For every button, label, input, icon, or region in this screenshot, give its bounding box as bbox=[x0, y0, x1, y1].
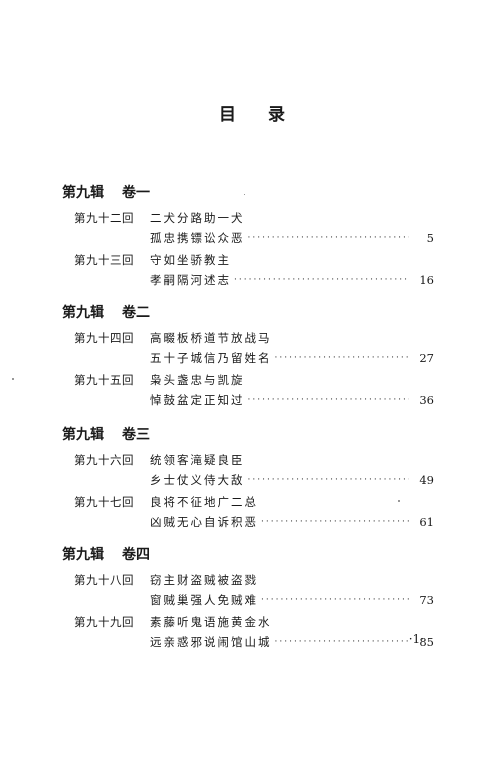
chapter-title-line-1: 高畷板桥道节放战马 bbox=[150, 331, 272, 345]
chapter-title-line-2-row: 远亲惑邪说闹馆山城·······························… bbox=[150, 632, 412, 652]
chapter-title-line-2-row: 孤忠携镖讼众恶·································… bbox=[150, 228, 412, 248]
chapter-entry: 第九十九回 素藤听鬼语施黄金水 bbox=[0, 612, 504, 632]
chapter-number: 第九十六回 bbox=[74, 453, 134, 467]
chapter-title-line-1: 窃主财盗贼被盗戮 bbox=[150, 573, 258, 587]
volume-heading: 第九辑 卷二 bbox=[62, 302, 150, 322]
chapter-title-line-2-row: 五十子城信乃留姓名·······························… bbox=[150, 348, 412, 368]
page-number: ·1· bbox=[408, 632, 424, 646]
chapter-title-line-2-row: 悼鼓盆定正知过·································… bbox=[150, 390, 412, 410]
chapter-title-line-1: 良将不征地广二总 bbox=[150, 495, 258, 509]
dot-leader: ········································… bbox=[247, 475, 410, 485]
chapter-page-number: 61 bbox=[419, 515, 434, 529]
volume-heading: 第九辑 卷一 bbox=[62, 182, 150, 202]
chapter-title-line-1: 守如坐骄教主 bbox=[150, 253, 231, 267]
volume-heading: 第九辑 卷三 bbox=[62, 424, 150, 444]
chapter-page-number: 16 bbox=[419, 273, 434, 287]
scan-speck bbox=[244, 194, 245, 195]
chapter-entry: 第九十八回 窃主财盗贼被盗戮 bbox=[0, 570, 504, 590]
chapter-title-line-2: 凶贼无心自诉积恶 bbox=[150, 515, 258, 529]
chapter-entry: 第九十七回 良将不征地广二总 bbox=[0, 492, 504, 512]
chapter-title-line-2-row: 乡士仗义侍大敌·································… bbox=[150, 470, 412, 490]
dot-leader: ········································… bbox=[247, 395, 410, 405]
chapter-title-line-2: 五十子城信乃留姓名 bbox=[150, 351, 272, 365]
volume-name: 卷一 bbox=[122, 185, 150, 201]
chapter-number: 第九十八回 bbox=[74, 573, 134, 587]
chapter-page-number: 27 bbox=[419, 351, 434, 365]
chapter-title-line-2: 乡士仗义侍大敌 bbox=[150, 473, 245, 487]
chapter-title-line-2: 孤忠携镖讼众恶 bbox=[150, 231, 245, 245]
page-title: 目录 bbox=[219, 105, 317, 125]
volume-series: 第九辑 bbox=[62, 185, 104, 201]
chapter-page-number: 49 bbox=[419, 473, 434, 487]
volume-heading: 第九辑 卷四 bbox=[62, 544, 150, 564]
chapter-page-number: 5 bbox=[426, 231, 434, 245]
chapter-title-line-1: 二犬分路助一犬 bbox=[150, 211, 245, 225]
dot-leader: ········································… bbox=[247, 233, 410, 243]
dot-leader: ········································… bbox=[261, 517, 409, 527]
chapter-number: 第九十三回 bbox=[74, 253, 134, 267]
chapter-number: 第九十五回 bbox=[74, 373, 134, 387]
chapter-entry: 第九十六回 统领客滝疑良臣 bbox=[0, 450, 504, 470]
chapter-title-line-2-row: 凶贼无心自诉积恶································… bbox=[150, 512, 412, 532]
dot-leader: ········································… bbox=[274, 353, 410, 363]
chapter-page-number: 85 bbox=[419, 635, 434, 649]
volume-series: 第九辑 bbox=[62, 305, 104, 321]
scan-speck bbox=[398, 500, 400, 502]
chapter-number: 第九十四回 bbox=[74, 331, 134, 345]
volume-series: 第九辑 bbox=[62, 427, 104, 443]
chapter-title-line-2: 孝嗣隔河述志 bbox=[150, 273, 231, 287]
chapter-entry: 第九十四回 高畷板桥道节放战马 bbox=[0, 328, 504, 348]
chapter-entry: 第九十二回 二犬分路助一犬 bbox=[0, 208, 504, 228]
volume-name: 卷二 bbox=[122, 305, 150, 321]
chapter-title-line-2: 悼鼓盆定正知过 bbox=[150, 393, 245, 407]
chapter-title-line-2-row: 孝嗣隔河述志··································… bbox=[150, 270, 412, 290]
chapter-title-line-1: 素藤听鬼语施黄金水 bbox=[150, 615, 272, 629]
chapter-number: 第九十九回 bbox=[74, 615, 134, 629]
chapter-entry: 第九十三回 守如坐骄教主 bbox=[0, 250, 504, 270]
chapter-title-line-1: 统领客滝疑良臣 bbox=[150, 453, 245, 467]
volume-series: 第九辑 bbox=[62, 547, 104, 563]
chapter-number: 第九十二回 bbox=[74, 211, 134, 225]
dot-leader: ········································… bbox=[234, 275, 409, 285]
scan-speck bbox=[12, 378, 14, 380]
chapter-title-line-1: 枭头盏忠与凯旋 bbox=[150, 373, 245, 387]
chapter-title-line-2-row: 窗贼巢强人免贼难································… bbox=[150, 590, 412, 610]
dot-leader: ········································… bbox=[274, 637, 410, 647]
chapter-entry: 第九十五回 枭头盏忠与凯旋 bbox=[0, 370, 504, 390]
chapter-page-number: 73 bbox=[419, 593, 434, 607]
dot-leader: ········································… bbox=[261, 595, 409, 605]
chapter-title-line-2: 窗贼巢强人免贼难 bbox=[150, 593, 258, 607]
volume-name: 卷三 bbox=[122, 427, 150, 443]
chapter-number: 第九十七回 bbox=[74, 495, 134, 509]
chapter-title-line-2: 远亲惑邪说闹馆山城 bbox=[150, 635, 272, 649]
chapter-page-number: 36 bbox=[419, 393, 434, 407]
volume-name: 卷四 bbox=[122, 547, 150, 563]
